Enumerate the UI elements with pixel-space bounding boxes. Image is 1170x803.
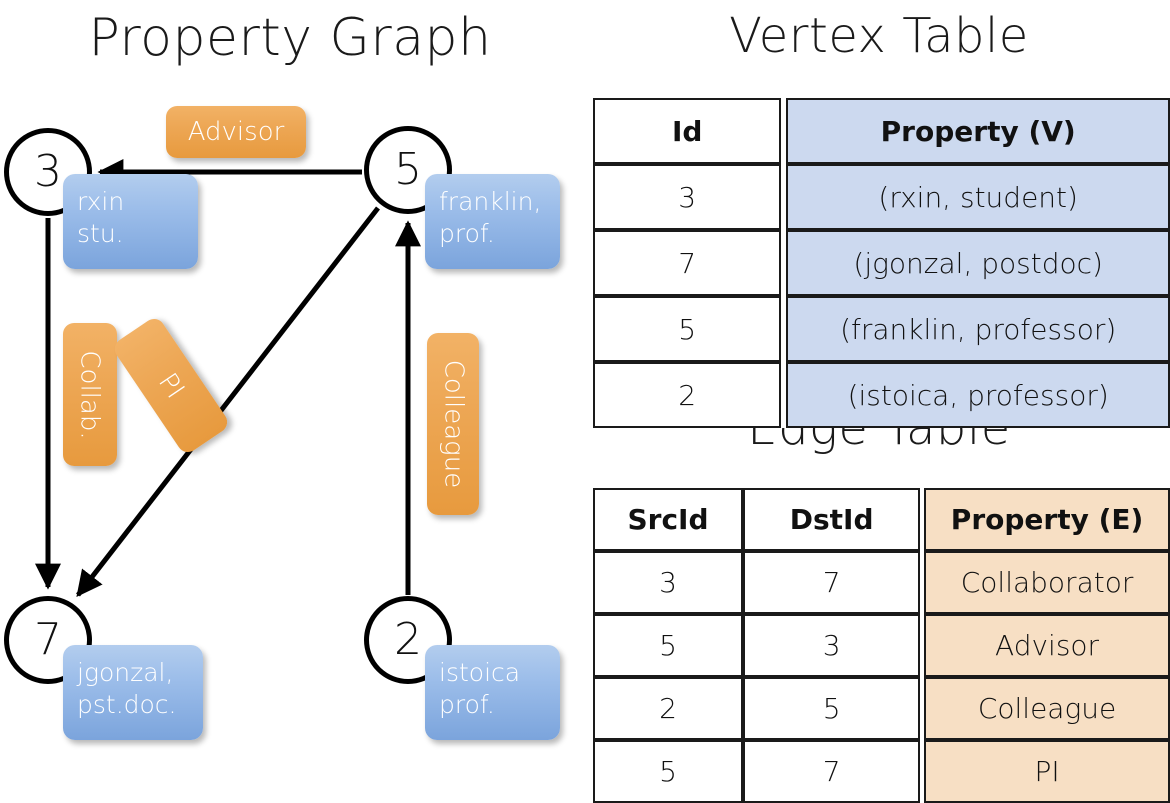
table-row: 5 3 Advisor bbox=[593, 614, 1170, 677]
edge-table-cell-dstid: 5 bbox=[743, 677, 921, 740]
column-separator bbox=[781, 296, 787, 362]
edge-table-cell-property: Colleague bbox=[924, 677, 1170, 740]
column-separator bbox=[781, 98, 787, 164]
vertex-2-label: 2 bbox=[394, 614, 422, 665]
vertex-5-label: 5 bbox=[394, 144, 422, 195]
vertex-table-cell-id: 5 bbox=[593, 296, 782, 362]
edge-table-cell-property: PI bbox=[924, 740, 1170, 803]
table-header-row: Id Property (V) bbox=[593, 98, 1170, 164]
vertex-property-7-line1: jgonzal, bbox=[77, 658, 174, 687]
column-separator bbox=[920, 551, 925, 614]
table-row: 7 (jgonzal, postdoc) bbox=[593, 230, 1170, 296]
table-row: 5 (franklin, professor) bbox=[593, 296, 1170, 362]
edge-table-cell-dstid: 7 bbox=[743, 740, 921, 803]
vertex-property-box-5: franklin, prof. bbox=[425, 174, 560, 269]
vertex-property-2-line2: prof. bbox=[439, 690, 495, 719]
vertex-property-2-line1: istoica bbox=[439, 658, 521, 687]
edge-table-cell-srcid: 3 bbox=[593, 551, 743, 614]
edge-table-cell-srcid: 5 bbox=[593, 614, 743, 677]
table-row: 5 7 PI bbox=[593, 740, 1170, 803]
edge-table-cell-dstid: 7 bbox=[743, 551, 921, 614]
column-separator bbox=[920, 488, 925, 551]
edge-table-header-srcid: SrcId bbox=[593, 488, 743, 551]
table-row: 2 5 Colleague bbox=[593, 677, 1170, 740]
vertex-table-cell-property: (rxin, student) bbox=[786, 164, 1170, 230]
column-separator bbox=[781, 164, 787, 230]
edge-label-text-collab: Collab. bbox=[75, 349, 105, 440]
vertex-table: Id Property (V) 3 (rxin, student) 7 (jgo… bbox=[593, 98, 1170, 428]
edge-table-cell-dstid: 3 bbox=[743, 614, 921, 677]
vertex-table-cell-id: 3 bbox=[593, 164, 782, 230]
edge-table-cell-property: Advisor bbox=[924, 614, 1170, 677]
vertex-property-3-line2: stu. bbox=[77, 219, 124, 248]
table-header-row: SrcId DstId Property (E) bbox=[593, 488, 1170, 551]
edge-table-header-dstid: DstId bbox=[743, 488, 921, 551]
page-title-property-graph: Property Graph bbox=[88, 8, 492, 68]
vertex-property-3-line1: rxin bbox=[77, 187, 125, 216]
vertex-7-label: 7 bbox=[34, 614, 62, 665]
vertex-table-cell-id: 7 bbox=[593, 230, 782, 296]
page-title-vertex-table: Vertex Table bbox=[729, 8, 1029, 64]
edge-label-text-colleague: Colleague bbox=[438, 359, 469, 489]
vertex-3-label: 3 bbox=[34, 146, 62, 197]
column-separator bbox=[781, 362, 787, 428]
vertex-property-box-3: rxin stu. bbox=[63, 174, 198, 269]
edge-table-cell-property: Collaborator bbox=[924, 551, 1170, 614]
edge-line-pi bbox=[76, 206, 380, 598]
vertex-table-cell-property: (franklin, professor) bbox=[786, 296, 1170, 362]
edge-label-text-pi: PI bbox=[152, 367, 190, 404]
vertex-property-5-line1: franklin, bbox=[439, 187, 542, 216]
property-graph-diagram: 3 5 7 2 rxin stu. franklin, prof. jgonza… bbox=[0, 90, 580, 760]
table-row: 2 (istoica, professor) bbox=[593, 362, 1170, 428]
table-row: 3 7 Collaborator bbox=[593, 551, 1170, 614]
edge-label-box-advisor: Advisor bbox=[166, 106, 306, 158]
edge-label-text-advisor: Advisor bbox=[187, 117, 285, 147]
vertex-property-box-2: istoica prof. bbox=[425, 645, 560, 740]
edge-table: SrcId DstId Property (E) 3 7 Collaborato… bbox=[593, 488, 1170, 803]
vertex-table-header-id: Id bbox=[593, 98, 782, 164]
graph-vertex-2[interactable]: 2 bbox=[364, 596, 452, 684]
vertex-property-7-line2: pst.doc. bbox=[77, 690, 177, 719]
column-separator bbox=[920, 677, 925, 740]
table-row: 3 (rxin, student) bbox=[593, 164, 1170, 230]
edge-label-box-collab: Collab. bbox=[63, 323, 117, 466]
vertex-property-5-line2: prof. bbox=[439, 219, 495, 248]
vertex-property-box-7: jgonzal, pst.doc. bbox=[63, 645, 203, 740]
vertex-table-cell-property: (jgonzal, postdoc) bbox=[786, 230, 1170, 296]
edge-table-header-property: Property (E) bbox=[924, 488, 1170, 551]
column-separator bbox=[920, 614, 925, 677]
edge-table-cell-srcid: 2 bbox=[593, 677, 743, 740]
vertex-table-header-property: Property (V) bbox=[786, 98, 1170, 164]
vertex-table-cell-property: (istoica, professor) bbox=[786, 362, 1170, 428]
vertex-table-cell-id: 2 bbox=[593, 362, 782, 428]
graph-edge-lines bbox=[35, 159, 421, 598]
column-separator bbox=[781, 230, 787, 296]
edge-table-cell-srcid: 5 bbox=[593, 740, 743, 803]
graph-vertex-5[interactable]: 5 bbox=[364, 126, 452, 214]
edge-label-box-colleague: Colleague bbox=[427, 333, 479, 515]
